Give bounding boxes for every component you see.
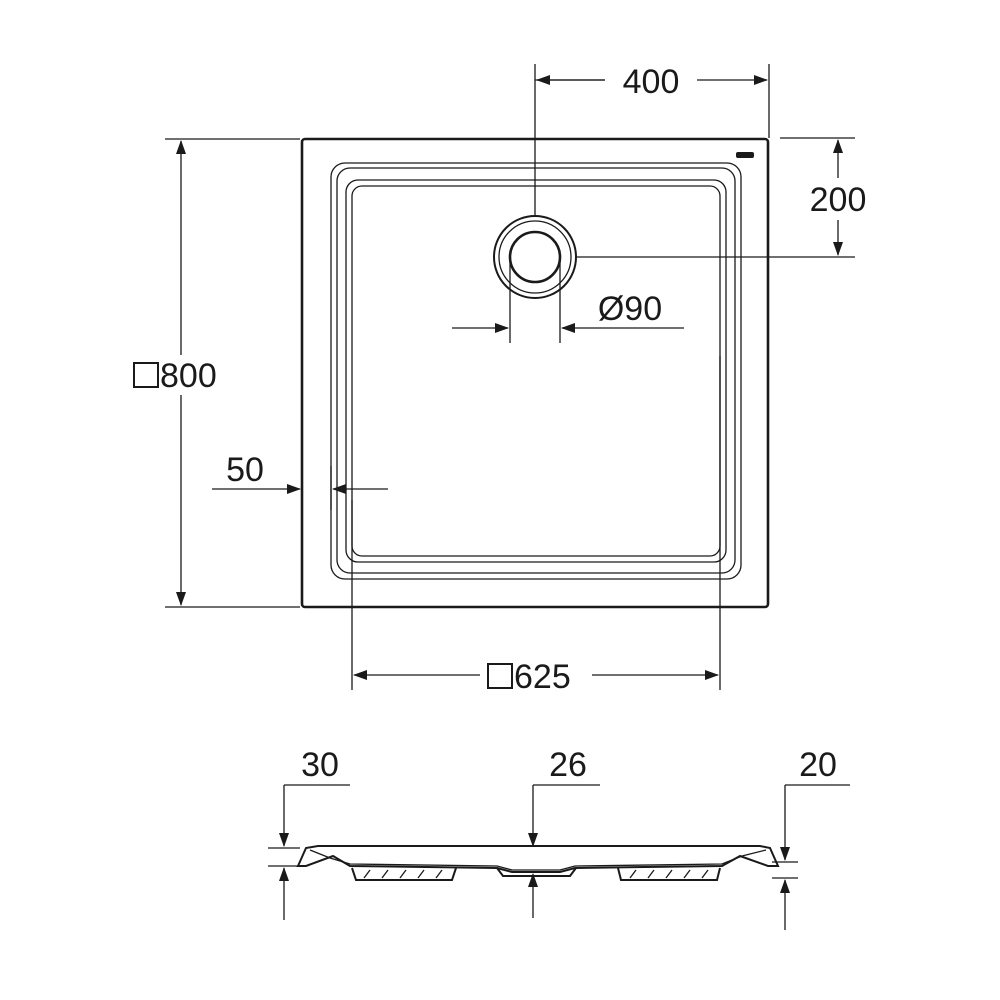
drain-hole	[508, 230, 562, 284]
drain-outer-ring	[493, 215, 577, 299]
dimension-inner-size: 625	[514, 658, 571, 696]
tray-profile	[296, 845, 780, 873]
square-symbol-icon	[133, 362, 159, 388]
top-view: 400 200 Ø90 800 50 625	[133, 63, 867, 696]
side-view: 30 26 20	[268, 746, 850, 930]
dimension-rim-height: 30	[301, 746, 339, 784]
tray-rim-bevel	[330, 162, 742, 580]
brand-logo-mark	[736, 152, 754, 158]
tray-feet-left	[351, 867, 457, 881]
dimension-drain-offset-y: 200	[810, 181, 867, 219]
tray-feet-right	[617, 867, 721, 881]
dimension-rim-width: 50	[226, 451, 264, 489]
square-symbol-icon	[487, 663, 513, 689]
dimension-drain-offset-x: 400	[623, 63, 680, 101]
dimension-edge-height: 20	[799, 746, 837, 784]
dimension-drain-diameter: Ø90	[598, 290, 662, 328]
dimension-center-height: 26	[549, 746, 587, 784]
tray-inner-basin	[345, 179, 727, 563]
dimension-outer-size: 800	[160, 357, 217, 395]
